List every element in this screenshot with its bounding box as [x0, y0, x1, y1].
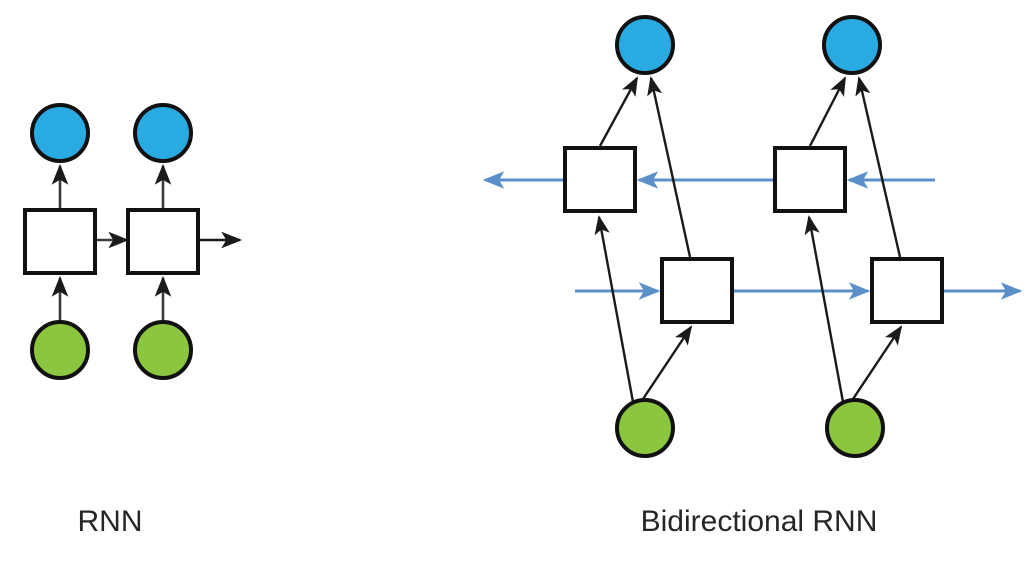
bidirectional-rnn-panel: Bidirectional RNN: [482, 15, 1023, 538]
arrow-forward-t1-to-output-t1: [647, 76, 692, 258]
rnn-panel: RNN: [23, 103, 243, 538]
bidirectional-input-nodes: [615, 398, 885, 458]
forward-hidden-box-t2: [870, 257, 944, 324]
arrow-backward-t2-to-output-t2: [808, 76, 847, 147]
arrow-input-t2-to-forward-t2: [850, 325, 903, 403]
input-node-t2: [825, 398, 885, 458]
output-node-t1: [615, 15, 675, 75]
arrow-input-t2-to-backward-t2: [804, 215, 845, 403]
input-node-t1: [30, 320, 90, 380]
hidden-box-t1: [23, 208, 97, 275]
output-node-t1: [30, 103, 90, 163]
arrow-forward-t2-to-output-t2: [855, 76, 902, 258]
rnn-hidden-boxes: [23, 208, 200, 275]
forward-hidden-boxes: [660, 257, 944, 324]
input-node-t2: [133, 320, 193, 380]
rnn-vertical-arrows: [51, 163, 172, 322]
rnn-caption: RNN: [78, 505, 143, 538]
arrow-input-t1-to-forward-t1: [640, 325, 693, 403]
hidden-box-t2: [126, 208, 200, 275]
bidirectional-black-arrows: [594, 76, 903, 403]
input-node-t1: [615, 398, 675, 458]
bidirectional-output-nodes: [615, 15, 882, 75]
backward-hidden-box-t2: [773, 146, 847, 213]
forward-hidden-box-t1: [660, 257, 734, 324]
rnn-input-nodes: [30, 320, 193, 380]
output-node-t2: [133, 103, 193, 163]
rnn-output-nodes: [30, 103, 193, 163]
bidirectional-rnn-caption: Bidirectional RNN: [641, 505, 878, 538]
arrow-input-t1-to-backward-t1: [594, 215, 635, 403]
backward-hidden-boxes: [563, 146, 847, 213]
output-node-t2: [822, 15, 882, 75]
arrow-backward-t1-to-output-t1: [598, 76, 639, 147]
backward-hidden-box-t1: [563, 146, 637, 213]
